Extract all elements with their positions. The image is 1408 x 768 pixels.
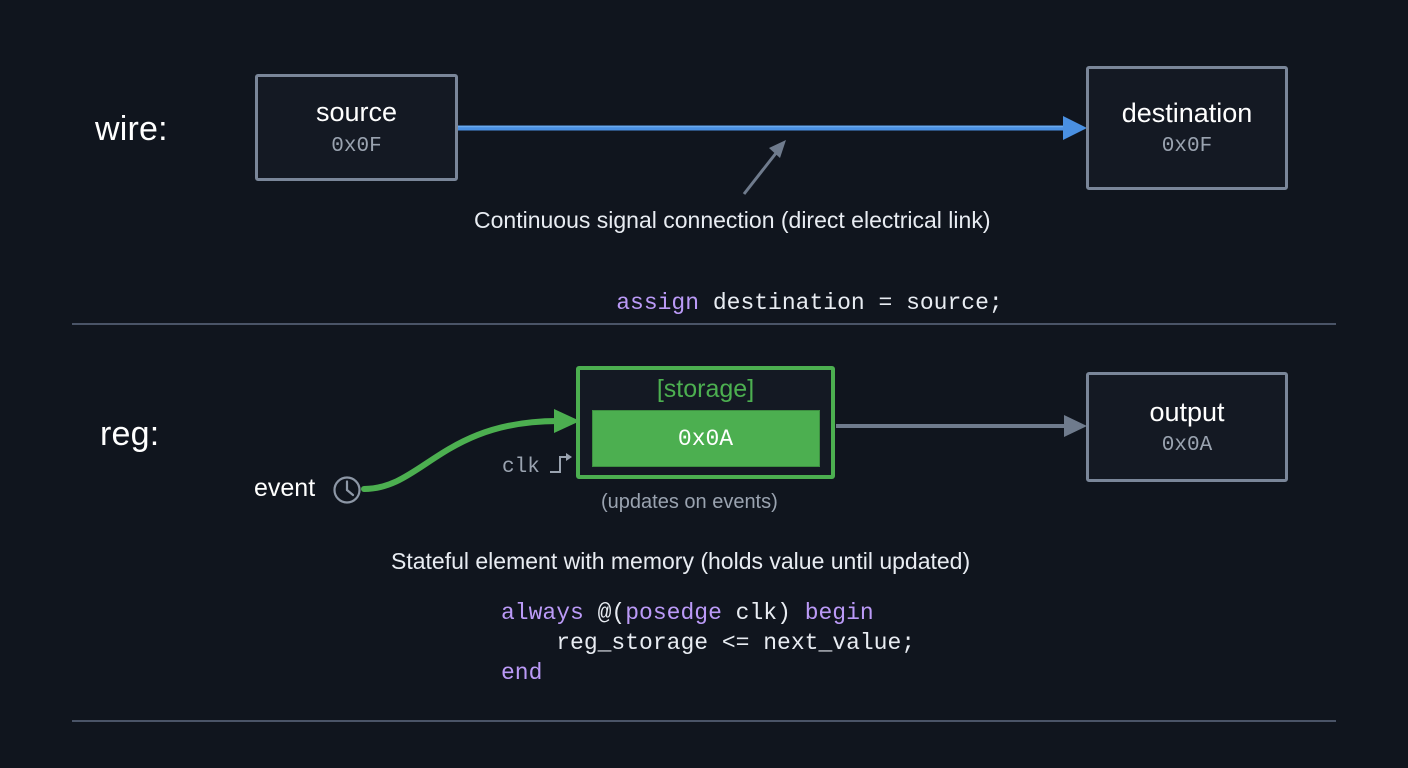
reg-code-text: reg_storage <= next_value; [556,630,916,656]
source-box-value: 0x0F [331,134,382,158]
storage-box-note: (updates on events) [601,491,778,513]
clk-label: clk [502,456,540,479]
clock-icon [333,476,361,504]
event-label: event [254,474,316,502]
gray-output-arrow-icon [836,415,1087,437]
reg-code-line: reg_storage <= next_value; [501,628,915,658]
storage-box-title: [storage] [656,375,755,403]
section-divider-top [72,323,1336,325]
output-box-value: 0x0A [1161,434,1213,458]
reg-caption: Stateful element with memory (holds valu… [391,548,971,574]
destination-box-name: destination [1121,97,1253,128]
destination-box-value: 0x0F [1161,135,1213,159]
reg-code-keyword: always [501,600,584,626]
storage-box-value: 0x0A [677,425,734,452]
reg-code-text: @( [583,600,626,626]
section-divider-bottom [72,720,1336,722]
blue-signal-arrow-icon [458,116,1087,140]
reg-code-line: always @(posedge clk) begin [501,598,915,628]
wire-code-rest: destination = source; [699,290,1003,316]
wire-code-line: assign destination = source; [561,258,1003,348]
reg-code-text: clk) [721,600,805,626]
reg-code-line: end [501,658,915,688]
destination-box: destination 0x0F [1086,66,1288,190]
reg-section-label: reg: [100,415,160,453]
wire-section-label: wire: [95,110,168,148]
reg-code-keyword: posedge [625,600,722,626]
wire-code-keyword: assign [616,290,700,316]
green-event-arrow-icon [361,409,580,492]
arrow-up-right-icon [742,140,786,195]
storage-box: [storage] 0x0A [576,366,835,479]
reg-code-keyword: end [501,660,543,686]
source-box: source 0x0F [255,74,458,181]
storage-box-fill: 0x0A [591,410,820,467]
rising-edge-icon [550,453,572,473]
source-box-name: source [315,97,398,128]
output-box: output 0x0A [1086,372,1288,482]
output-box-name: output [1149,396,1225,427]
reg-code-block: always @(posedge clk) begin reg_storage … [501,598,915,688]
wire-caption: Continuous signal connection (direct ele… [474,207,991,233]
reg-code-keyword: begin [804,600,874,626]
